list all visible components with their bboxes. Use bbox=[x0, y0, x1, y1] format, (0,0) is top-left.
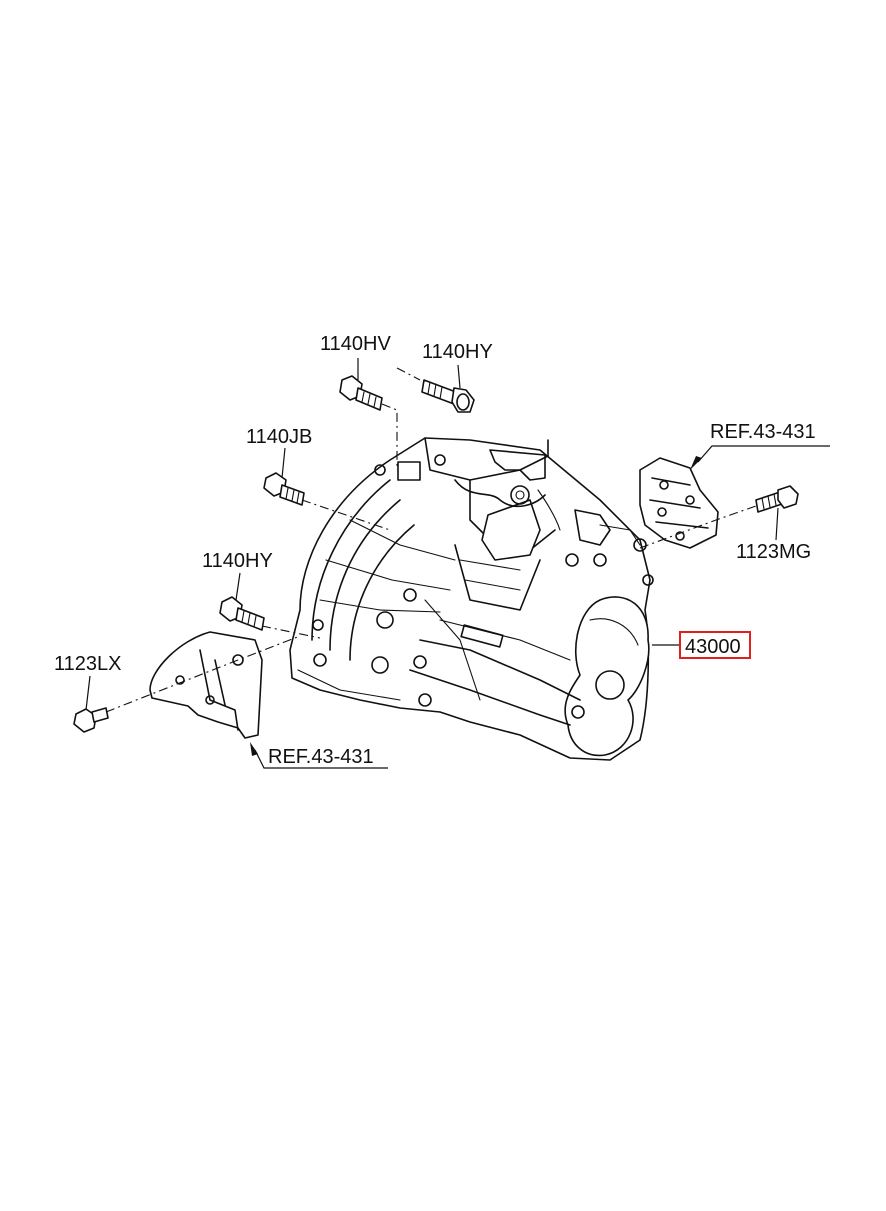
right-mount-bracket[interactable] bbox=[639, 457, 719, 549]
label-1140jb[interactable]: 1140JB bbox=[246, 426, 312, 448]
bolt-1123mg[interactable] bbox=[755, 485, 799, 513]
label-ref-lower[interactable]: REF.43-431 bbox=[268, 746, 374, 768]
left-mount-bracket[interactable] bbox=[149, 631, 263, 739]
bolt-1140hy-left[interactable] bbox=[219, 596, 265, 631]
bolt-1140hy-top[interactable] bbox=[421, 379, 475, 413]
leader-lines bbox=[85, 358, 830, 769]
bolt-1140jb[interactable] bbox=[263, 472, 305, 506]
label-1140hy-left[interactable]: 1140HY bbox=[202, 550, 273, 572]
label-1123mg[interactable]: 1123MG bbox=[736, 541, 811, 563]
label-43000[interactable]: 43000 bbox=[685, 636, 741, 658]
label-1140hy-top[interactable]: 1140HY bbox=[422, 341, 493, 363]
bolt-1123lx[interactable] bbox=[73, 707, 109, 733]
transaxle-assembly[interactable] bbox=[289, 437, 654, 761]
label-1123lx[interactable]: 1123LX bbox=[54, 653, 121, 675]
highlight-box bbox=[679, 631, 751, 659]
bolt-1140hv[interactable] bbox=[339, 375, 383, 411]
label-ref-upper[interactable]: REF.43-431 bbox=[710, 421, 816, 443]
label-1140hv[interactable]: 1140HV bbox=[320, 333, 391, 355]
